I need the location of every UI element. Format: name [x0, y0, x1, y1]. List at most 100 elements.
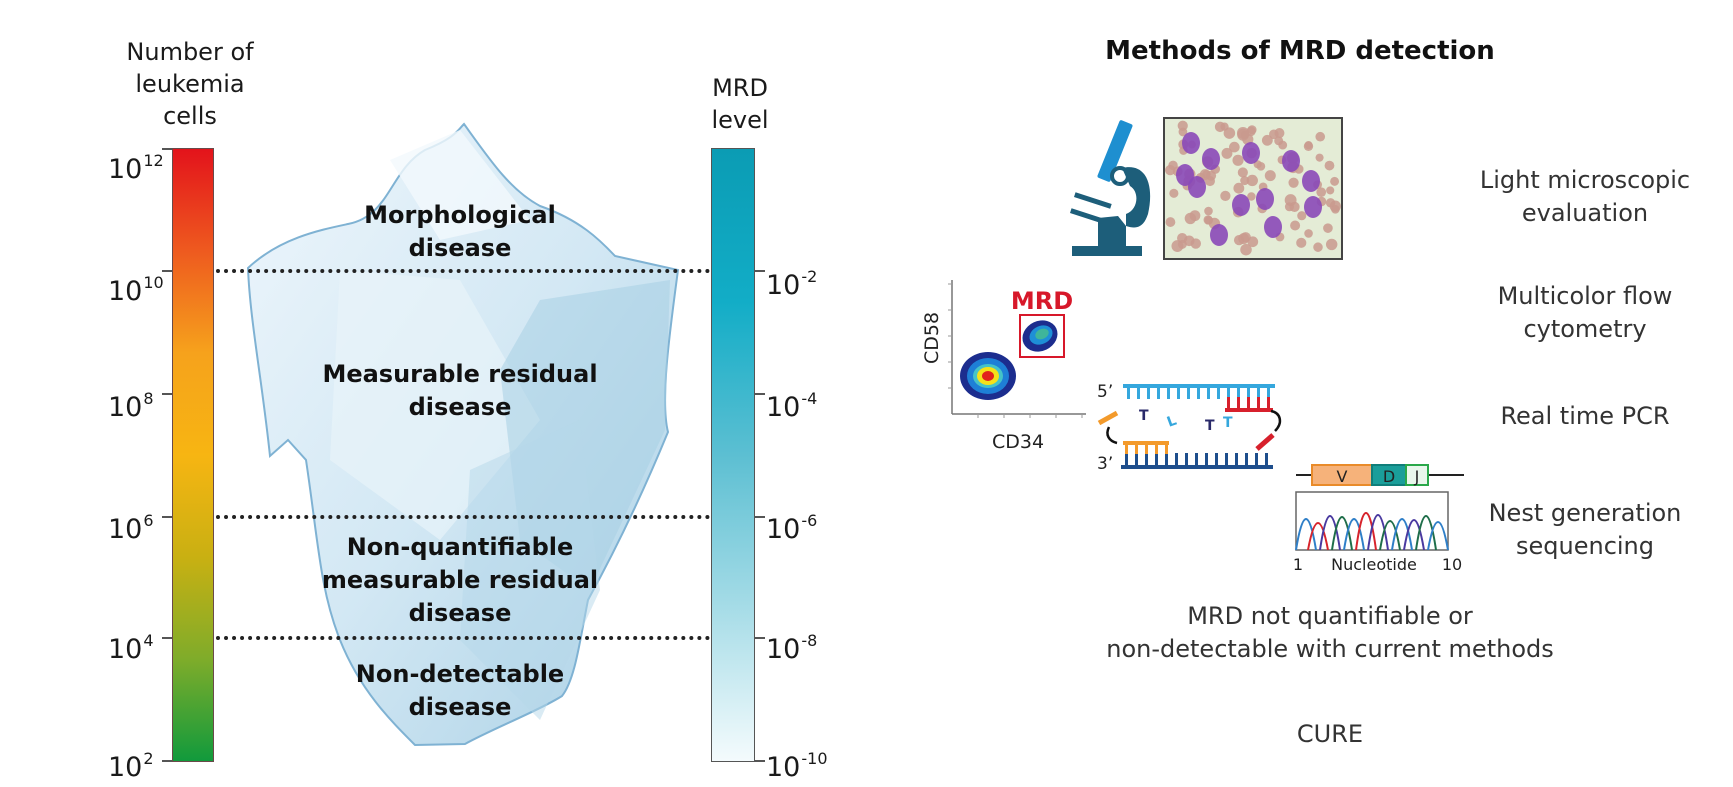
methods-title: Methods of MRD detection: [1105, 36, 1495, 66]
plot-ticks: [948, 283, 1083, 418]
chromatogram-peak: [1307, 522, 1329, 551]
leukemia-cells-axis-title: Number of leukemia cells: [100, 36, 280, 132]
base-pair: [1125, 453, 1128, 465]
leukemic-blast-cell: [1176, 164, 1194, 186]
tick-mark: [755, 516, 765, 518]
red-blood-cell: [1221, 147, 1233, 159]
base-pair: [1155, 453, 1158, 465]
red-blood-cell: [1264, 170, 1276, 182]
leukemic-blast-cell: [1210, 224, 1228, 246]
red-blood-cell: [1202, 170, 1211, 179]
tick-mark: [162, 148, 172, 150]
mrd-level-color-bar: [711, 148, 755, 762]
microscope-icon: [1070, 120, 1151, 256]
base-pair: [1145, 453, 1148, 465]
base-pair: [1157, 387, 1160, 399]
top-strand-backbone: [1123, 384, 1275, 388]
tick-mark: [755, 270, 765, 272]
bottom-strand-backbone: [1121, 465, 1273, 469]
base-pair: [1137, 387, 1140, 399]
red-blood-cell: [1233, 234, 1245, 246]
method-label-line: sequencing: [1516, 532, 1654, 560]
iceberg-facet: [390, 130, 530, 240]
segment-label-v: V: [1337, 467, 1348, 486]
method-label-line: evaluation: [1521, 199, 1649, 227]
method-label-line: cytometry: [1523, 315, 1647, 343]
red-blood-cell: [1315, 131, 1326, 142]
leukemic-blast-cell: [1264, 216, 1282, 238]
region-label-line: Measurable residual: [322, 360, 598, 388]
leukemic-blast-cell: [1182, 132, 1200, 154]
chromatogram-peak: [1367, 514, 1389, 551]
chromatogram-peak: [1391, 518, 1413, 551]
tick-label-1e12: 1012: [108, 151, 164, 185]
mrd-cell-population: [1022, 320, 1058, 352]
red-blood-cell: [1278, 140, 1288, 150]
red-blood-cell: [1247, 192, 1256, 201]
base-pair: [1237, 387, 1240, 397]
base-pair: [1227, 397, 1230, 409]
red-blood-cell: [1284, 194, 1297, 206]
nucleotide-axis-start: 1: [1293, 555, 1303, 574]
base-pair: [1147, 387, 1150, 399]
reverse-primer-backbone: [1225, 408, 1273, 412]
microscope-base: [1072, 246, 1142, 256]
free-nucleotides: T L T T: [1139, 408, 1233, 434]
base-pair: [1177, 387, 1180, 399]
svg-text:L: L: [1165, 413, 1179, 431]
tick-mark: [755, 637, 765, 639]
region-label-line: Non-detectable: [355, 660, 565, 688]
region-non-quantifiable-mrd: Non-quantifiable measurable residual dis…: [300, 531, 620, 630]
threshold-line-1e6: [216, 515, 710, 519]
method-label-line: Light microscopic: [1479, 166, 1691, 194]
red-blood-cell: [1233, 182, 1245, 194]
base-pair: [1195, 453, 1198, 465]
region-label-line: measurable residual: [321, 566, 599, 594]
chromatogram-frame: [1295, 491, 1449, 551]
red-blood-cell: [1232, 154, 1244, 166]
segment-label-d: D: [1383, 467, 1395, 486]
mrd-gate-label: MRD: [1011, 287, 1073, 315]
tick-label-1e2: 102: [108, 749, 154, 783]
red-blood-cell: [1229, 141, 1240, 153]
base-pair: [1175, 453, 1178, 465]
method-label-flow-cytometry: Multicolor flow cytometry: [1460, 280, 1710, 346]
base-pair: [1215, 453, 1218, 465]
leukemic-blast-cell: [1242, 142, 1260, 164]
red-blood-cell: [1304, 229, 1313, 238]
base-pair: [1235, 453, 1238, 465]
region-label-line: disease: [408, 599, 512, 627]
iceberg-facet: [460, 420, 600, 720]
microscope-pillar: [1098, 216, 1126, 248]
chromatogram-peak: [1427, 521, 1449, 551]
red-blood-cell: [1247, 236, 1259, 248]
red-blood-cell: [1240, 176, 1250, 186]
text-line: non-detectable with current methods: [1106, 635, 1554, 663]
tick-mark: [755, 760, 765, 762]
tick-mark: [755, 393, 765, 395]
base-pair: [1225, 453, 1228, 465]
nucleotide-axis-label: Nucleotide: [1331, 555, 1417, 574]
region-non-detectable-disease: Non-detectable disease: [310, 658, 610, 724]
blood-smear-image: [1163, 117, 1343, 260]
red-blood-cell: [1220, 122, 1229, 131]
microscope-stage-clip: [1074, 192, 1112, 209]
base-pair: [1267, 387, 1270, 397]
red-blood-cell: [1324, 160, 1335, 171]
tick-label-1e6: 106: [108, 511, 154, 545]
base-pair: [1205, 453, 1208, 465]
axis-title-line: Number of: [126, 38, 254, 66]
red-blood-cell: [1303, 141, 1314, 152]
red-blood-cell: [1204, 206, 1213, 216]
tick-label-1e-6: 10-6: [766, 511, 818, 545]
cure-label: CURE: [1296, 720, 1364, 748]
leukemic-blast-cell: [1302, 170, 1320, 192]
forward-primer-backbone: [1123, 441, 1169, 445]
red-blood-cell: [1325, 238, 1338, 251]
region-measurable-residual-disease: Measurable residual disease: [300, 358, 620, 424]
tick-mark: [162, 270, 172, 272]
mrd-gate: [1019, 314, 1065, 358]
red-blood-cell: [1178, 127, 1188, 137]
red-blood-cell: [1184, 212, 1197, 225]
method-label-ngs: Nest generation sequencing: [1460, 497, 1710, 563]
